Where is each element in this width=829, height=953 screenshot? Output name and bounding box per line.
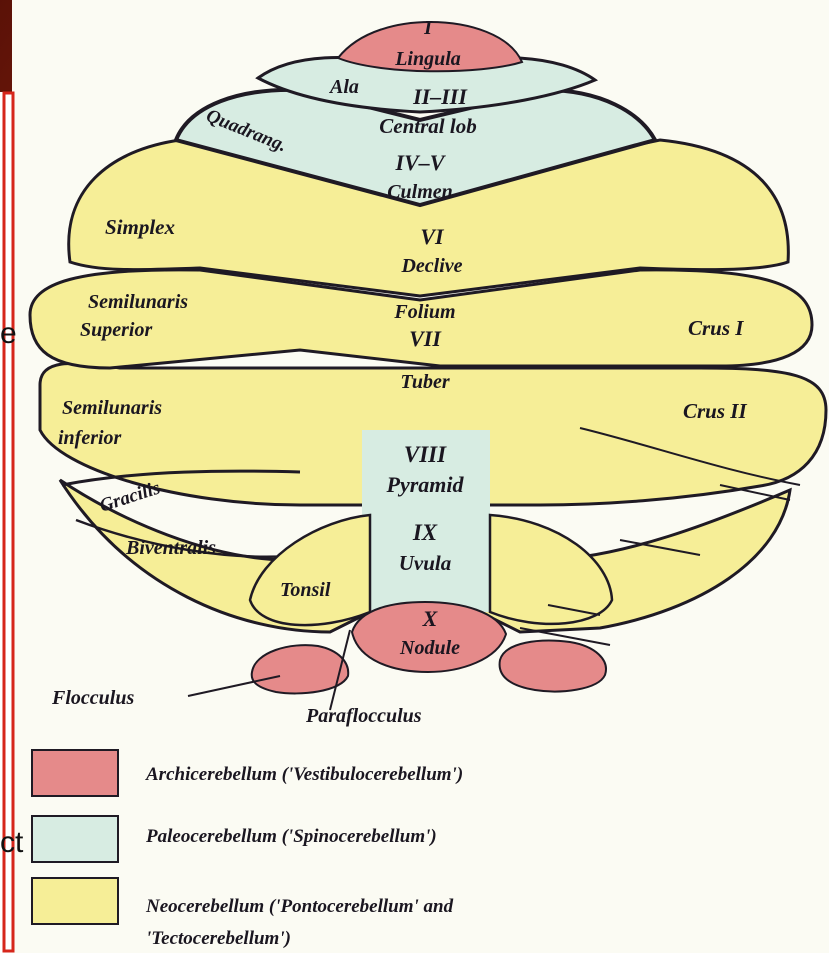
semilunaris-superior-label-1: Semilunaris — [88, 291, 188, 313]
paraflocculus-label: Paraflocculus — [305, 705, 422, 727]
biventralis-label: Biventralis — [125, 537, 216, 559]
legend-swatch-archi — [32, 750, 118, 796]
ala-label: Ala — [328, 76, 359, 98]
uvula-number: IX — [412, 520, 438, 545]
tonsil-label: Tonsil — [280, 579, 331, 601]
pyramid-label: Pyramid — [386, 472, 465, 497]
central-label: Central lob — [379, 114, 476, 138]
uvula-label: Uvula — [399, 551, 452, 575]
culmen-label: Culmen — [387, 181, 453, 203]
folium-number: VII — [409, 326, 442, 351]
semilunaris-superior-label-2: Superior — [80, 319, 152, 341]
central-number: II–III — [412, 84, 468, 109]
lingula-number: I — [423, 17, 433, 39]
slide-text-fragment-1: e — [0, 317, 17, 350]
crus-2-label: Crus II — [683, 399, 747, 423]
folium-label: Folium — [393, 301, 455, 323]
legend-swatch-neo — [32, 878, 118, 924]
flocculus-label: Flocculus — [51, 687, 134, 709]
slide-text-fragment-2: ct — [0, 826, 24, 859]
nodule-number: X — [422, 606, 439, 631]
legend-label-archi: Archicerebellum ('Vestibulocerebellum') — [145, 764, 463, 785]
culmen-number: IV–V — [395, 150, 447, 175]
declive-label: Declive — [400, 255, 462, 277]
lingula-label: Lingula — [394, 48, 461, 70]
crus-1-label: Crus I — [688, 316, 744, 340]
legend-label-paleo: Paleocerebellum ('Spinocerebellum') — [145, 826, 437, 847]
nodule-label: Nodule — [399, 637, 460, 659]
legend-label-neo-1: Neocerebellum ('Pontocerebellum' and — [145, 896, 454, 917]
semilunaris-inferior-label-1: Semilunaris — [62, 397, 162, 419]
declive-number: VI — [420, 224, 445, 249]
pyramid-number: VIII — [404, 442, 447, 467]
simplex-label: Simplex — [105, 215, 175, 239]
semilunaris-inferior-label-2: inferior — [58, 427, 122, 449]
tuber-label: Tuber — [400, 371, 449, 393]
legend-swatch-paleo — [32, 816, 118, 862]
region-flocculus-right — [500, 641, 606, 692]
legend-label-neo-2: 'Tectocerebellum') — [146, 928, 291, 949]
slide-frame-left — [4, 93, 13, 951]
